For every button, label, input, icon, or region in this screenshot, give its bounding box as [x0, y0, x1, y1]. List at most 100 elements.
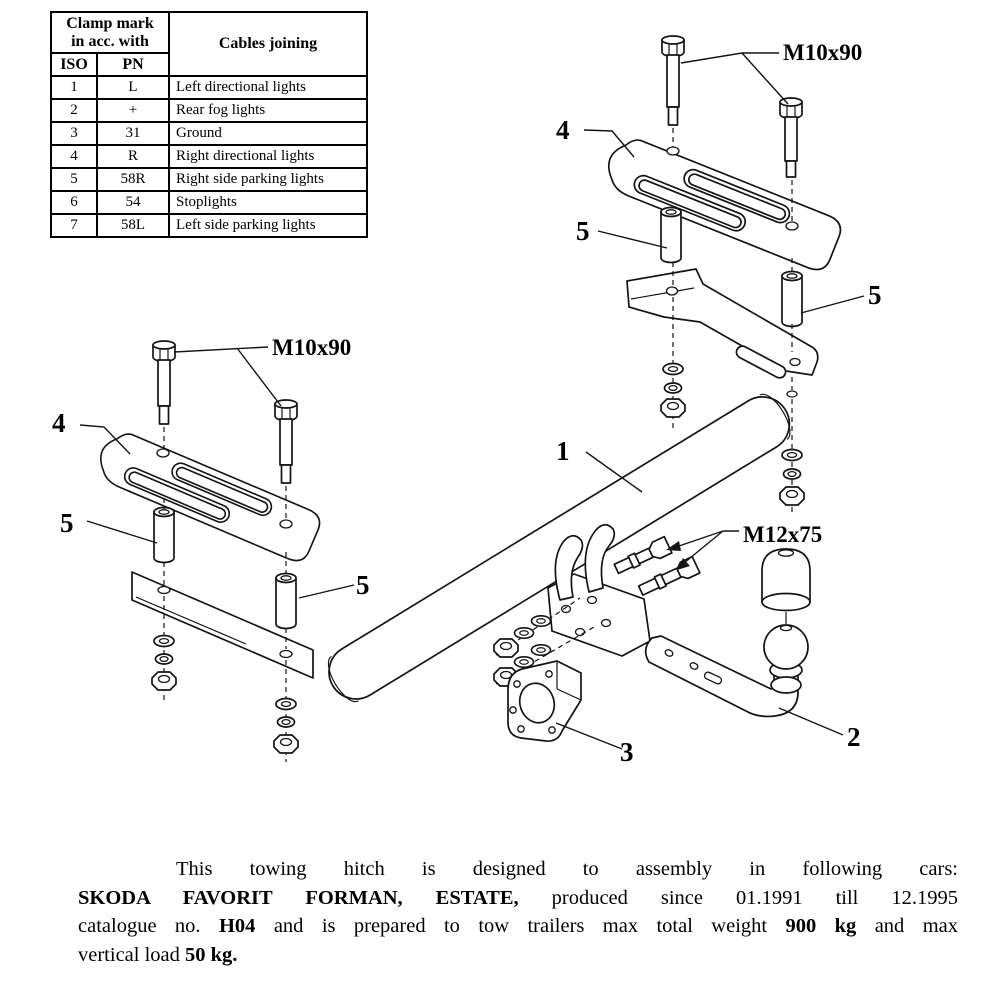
footer-bold-text: H04 [218, 915, 256, 937]
spring-washer-left-1 [154, 653, 174, 665]
leader-part4-left [79, 424, 131, 455]
bolt-m10-top-2 [779, 97, 803, 120]
label-part2: 2 [847, 722, 861, 752]
footer-line: This towing hitch is designed to assembl… [78, 855, 958, 884]
ball-cover [761, 548, 811, 612]
table-cell: 3 [50, 121, 98, 146]
footer-text: This towing hitch is designed to assembl… [176, 858, 958, 880]
bolt-m10-left-2-shaft [279, 418, 293, 484]
washer-m12-3 [513, 655, 535, 669]
table-cell: 2 [50, 98, 98, 123]
label-part3: 3 [620, 737, 634, 767]
table-cell: 5 [50, 167, 98, 192]
washer-m12-2 [530, 614, 552, 628]
footer-text: and max [856, 915, 958, 937]
label-part5-left: 5 [60, 508, 74, 538]
table-subheader-row: ISO PN [50, 52, 367, 77]
washer-m12-1 [513, 626, 535, 640]
label-bolt-m10-top: M10x90 [783, 40, 862, 65]
nut-left-2 [273, 734, 299, 754]
footer-bold-text: 900 kg [785, 915, 857, 937]
label-part4-top: 4 [556, 115, 570, 145]
leader-m10-top [680, 52, 789, 105]
footer-text: and is prepared to tow trailers max tota… [255, 915, 786, 937]
spring-washer-left-2 [276, 716, 296, 728]
footer-text: produced since 01.1991 till 12.1995 [518, 886, 958, 909]
nut-m12-1 [493, 638, 519, 658]
bolt-m12-1 [613, 535, 673, 575]
tube-end-hole [786, 390, 798, 398]
footer-bold-text: 50 kg. [185, 943, 238, 966]
nut-top-arm [660, 398, 686, 418]
leader-part5-top [597, 230, 668, 249]
leader-m12-arrowhead-2 [677, 558, 690, 570]
label-part4-left: 4 [52, 408, 66, 438]
table-cell: Left side parking lights [168, 213, 368, 238]
spacer-left-1 [153, 506, 175, 564]
leader-part5-right [800, 295, 865, 314]
spacer-left-2 [275, 572, 297, 630]
table-cell: 6 [50, 190, 98, 215]
bolt-m10-top-1 [661, 35, 685, 58]
nut-right-end [779, 486, 805, 506]
table-cell: Stoplights [168, 190, 368, 215]
spacer-right [781, 270, 803, 328]
table-cell: Ground [168, 121, 368, 146]
spacer-top [660, 206, 682, 264]
socket-plate [507, 660, 582, 742]
header-cables-joining: Cables joining [168, 11, 368, 77]
footer-line: SKODA FAVORIT FORMAN, ESTATE, produced s… [78, 884, 958, 913]
label-part1: 1 [556, 436, 570, 466]
leader-part3 [555, 722, 623, 750]
leader-part5-left [86, 520, 158, 544]
footer-line: catalogue no. H04 and is prepared to tow… [78, 912, 958, 941]
leader-part2 [778, 707, 844, 736]
mounting-plate-left [91, 425, 325, 566]
footer-text: catalogue no. [78, 915, 219, 937]
table-cell: L [96, 75, 170, 100]
left-mounting-bar [131, 571, 314, 679]
footer-text: vertical load [78, 943, 186, 966]
spring-washer-right-end [782, 468, 802, 480]
table-row: 2+Rear fog lights [50, 98, 368, 123]
axis-dash-cluster-1 [495, 597, 581, 656]
footer-bold-text: SKODA FAVORIT FORMAN, ESTATE, [78, 886, 519, 909]
table-cell: Right directional lights [168, 144, 368, 169]
table-cell: 58R [96, 167, 170, 192]
clamp-mark-table: Clamp mark in acc. with Cables joining I… [50, 11, 368, 238]
label-bolt-m12: M12x75 [743, 522, 822, 547]
spring-washer-top-arm [663, 382, 683, 394]
washer-right-end [781, 448, 803, 462]
bolt-m10-top-2-shaft [784, 116, 798, 178]
footer-line: vertical load 50 kg. [78, 941, 958, 970]
table-cell: 1 [50, 75, 98, 100]
label-part5-top: 5 [576, 216, 590, 246]
leader-m12 [675, 530, 739, 564]
washer-left-2 [275, 697, 297, 711]
table-cell: 4 [50, 144, 98, 169]
mounting-plate-top [598, 131, 846, 275]
table-cell: + [96, 98, 170, 123]
label-bolt-m10-left: M10x90 [272, 335, 351, 360]
header-pn: PN [96, 52, 170, 77]
leader-part1 [585, 451, 643, 493]
table-cell: Left directional lights [168, 75, 368, 100]
leader-m10-left [173, 346, 282, 407]
label-part5-left-b: 5 [356, 570, 370, 600]
tow-ball [763, 624, 809, 670]
footer-paragraph: This towing hitch is designed to assembl… [78, 855, 958, 969]
table-header-row: Clamp mark in acc. with Cables joining [50, 11, 368, 77]
washer-top-arm [662, 362, 684, 376]
header-clamp-line2: in acc. with [71, 32, 149, 50]
table-cell: 31 [96, 121, 170, 146]
table-cell: Rear fog lights [168, 98, 368, 123]
table-cell: 7 [50, 213, 98, 238]
nut-left-1 [151, 671, 177, 691]
